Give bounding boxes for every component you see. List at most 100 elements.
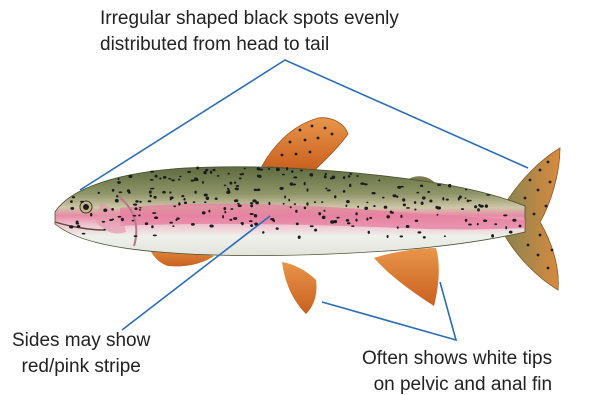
- black-spot: [239, 177, 242, 179]
- black-spot: [304, 182, 306, 185]
- fin-spot: [547, 267, 550, 270]
- black-spot: [414, 201, 416, 204]
- black-spot: [102, 221, 106, 223]
- black-spot: [252, 199, 256, 202]
- black-spot: [268, 202, 270, 205]
- fin-spot: [539, 169, 542, 172]
- black-spot: [276, 227, 279, 229]
- black-spot: [349, 173, 352, 175]
- black-spot: [162, 191, 166, 194]
- black-spot: [172, 225, 174, 227]
- black-spot: [387, 235, 389, 238]
- black-spot: [474, 205, 477, 208]
- fin-spot: [299, 129, 302, 132]
- black-spot: [244, 168, 246, 170]
- black-spot: [153, 196, 156, 199]
- black-spot: [347, 222, 351, 224]
- fin-spot: [289, 141, 292, 144]
- black-spot: [139, 209, 141, 211]
- black-spot: [402, 198, 405, 201]
- black-spot: [403, 203, 406, 206]
- black-spot: [133, 215, 137, 217]
- black-spot: [163, 176, 167, 179]
- black-spot: [169, 191, 171, 193]
- annotation-spots-line2: distributed from head to tail: [100, 32, 399, 58]
- black-spot: [309, 173, 313, 176]
- black-spot: [279, 187, 283, 190]
- black-spot: [378, 179, 380, 181]
- black-spot: [421, 202, 424, 205]
- black-spot: [250, 204, 253, 207]
- black-spot: [396, 196, 398, 198]
- black-spot: [234, 181, 236, 183]
- black-spot: [468, 223, 472, 225]
- black-spot: [240, 173, 243, 175]
- black-spot: [343, 176, 345, 179]
- black-spot: [446, 199, 449, 201]
- black-spot: [69, 225, 73, 228]
- black-spot: [80, 201, 84, 203]
- black-spot: [139, 201, 142, 203]
- black-spot: [314, 201, 317, 203]
- black-spot: [250, 224, 253, 227]
- black-spot: [276, 168, 280, 171]
- fin-spot: [519, 225, 522, 228]
- black-spot: [138, 214, 140, 216]
- black-spot: [237, 203, 239, 205]
- black-spot: [254, 214, 257, 218]
- black-spot: [238, 204, 242, 207]
- black-spot: [295, 210, 297, 213]
- black-spot: [203, 171, 206, 174]
- black-spot: [116, 195, 118, 197]
- black-spot: [149, 190, 152, 193]
- black-spot: [194, 191, 196, 194]
- black-spot: [314, 229, 317, 232]
- black-spot: [250, 202, 253, 204]
- black-spot: [236, 185, 239, 187]
- black-spot: [336, 217, 339, 219]
- black-spot: [307, 188, 309, 192]
- black-spot: [135, 200, 139, 203]
- fin-spot: [524, 197, 527, 200]
- black-spot: [325, 187, 327, 189]
- black-spot: [210, 171, 212, 174]
- black-spot: [355, 219, 357, 222]
- fin-spot: [545, 205, 548, 208]
- black-spot: [478, 204, 480, 207]
- black-spot: [119, 191, 123, 193]
- black-spot: [343, 190, 346, 193]
- black-spot: [429, 200, 432, 203]
- black-spot: [196, 166, 199, 169]
- black-spot: [469, 200, 472, 202]
- black-spot: [294, 203, 296, 205]
- black-spot: [187, 171, 191, 173]
- black-spot: [117, 181, 121, 184]
- black-spot: [268, 168, 270, 170]
- black-spot: [293, 176, 297, 178]
- black-spot: [170, 196, 174, 199]
- black-spot: [461, 208, 464, 210]
- black-spot: [349, 184, 351, 188]
- black-spot: [206, 197, 210, 201]
- black-spot: [368, 231, 370, 234]
- black-spot: [483, 220, 487, 223]
- black-spot: [298, 235, 301, 238]
- black-spot: [494, 223, 497, 225]
- black-spot: [194, 177, 198, 179]
- black-spot: [334, 195, 337, 198]
- black-spot: [212, 169, 215, 171]
- black-spot: [249, 220, 253, 222]
- black-spot: [168, 178, 171, 180]
- fin-spot: [331, 133, 334, 136]
- black-spot: [273, 220, 275, 222]
- black-spot: [134, 207, 137, 210]
- black-spot: [448, 184, 451, 188]
- black-spot: [229, 219, 232, 221]
- black-spot: [121, 218, 124, 222]
- black-spot: [333, 220, 337, 223]
- black-spot: [300, 170, 303, 172]
- black-spot: [330, 177, 333, 179]
- annotation-spots-line1: Irregular shaped black spots evenly: [100, 6, 399, 32]
- black-spot: [230, 208, 233, 210]
- black-spot: [384, 206, 388, 209]
